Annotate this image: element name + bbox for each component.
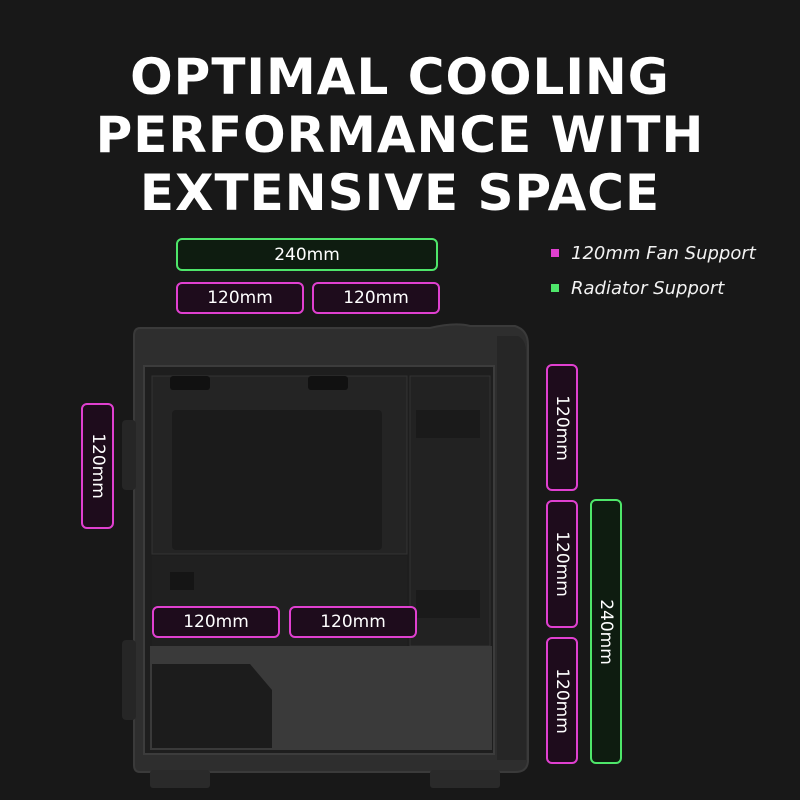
headline-line-1: OPTIMAL COOLING [130, 48, 670, 106]
headline: OPTIMAL COOLING PERFORMANCE WITH EXTENSI… [0, 48, 800, 222]
top-radiator-badge: 240mm [176, 238, 438, 271]
top-fan-right-label: 120mm [343, 288, 409, 308]
legend-label-radiator: Radiator Support [571, 277, 725, 299]
fan-swatch-icon [551, 249, 559, 257]
top-fan-left-badge: 120mm [176, 282, 304, 314]
front-fan-bottom-label: 120mm [552, 667, 573, 734]
front-fan-top-label: 120mm [552, 394, 573, 461]
bottom-fan-right-label: 120mm [320, 612, 386, 632]
front-fan-bottom-badge: 120mm [546, 637, 578, 764]
front-radiator-label: 240mm [596, 598, 617, 665]
front-fan-top-badge: 120mm [546, 364, 578, 491]
legend-item-fan: 120mm Fan Support [551, 240, 756, 266]
bottom-fan-right-badge: 120mm [289, 606, 417, 638]
top-radiator-label: 240mm [274, 244, 340, 265]
radiator-swatch-icon [551, 284, 559, 292]
headline-line-3: EXTENSIVE SPACE [139, 164, 661, 222]
legend: 120mm Fan Support Radiator Support [551, 240, 756, 310]
rear-fan-badge: 120mm [81, 403, 114, 529]
bottom-fan-left-badge: 120mm [152, 606, 280, 638]
bottom-fan-left-label: 120mm [183, 612, 249, 632]
legend-item-radiator: Radiator Support [551, 275, 756, 301]
front-fan-middle-label: 120mm [552, 531, 573, 597]
front-radiator-badge: 240mm [590, 499, 622, 764]
front-fan-middle-badge: 120mm [546, 500, 578, 628]
top-fan-right-badge: 120mm [312, 282, 440, 314]
top-fan-left-label: 120mm [207, 288, 273, 308]
rear-fan-label: 120mm [87, 433, 108, 499]
legend-label-fan: 120mm Fan Support [571, 242, 756, 264]
headline-line-2: PERFORMANCE WITH [95, 106, 705, 164]
